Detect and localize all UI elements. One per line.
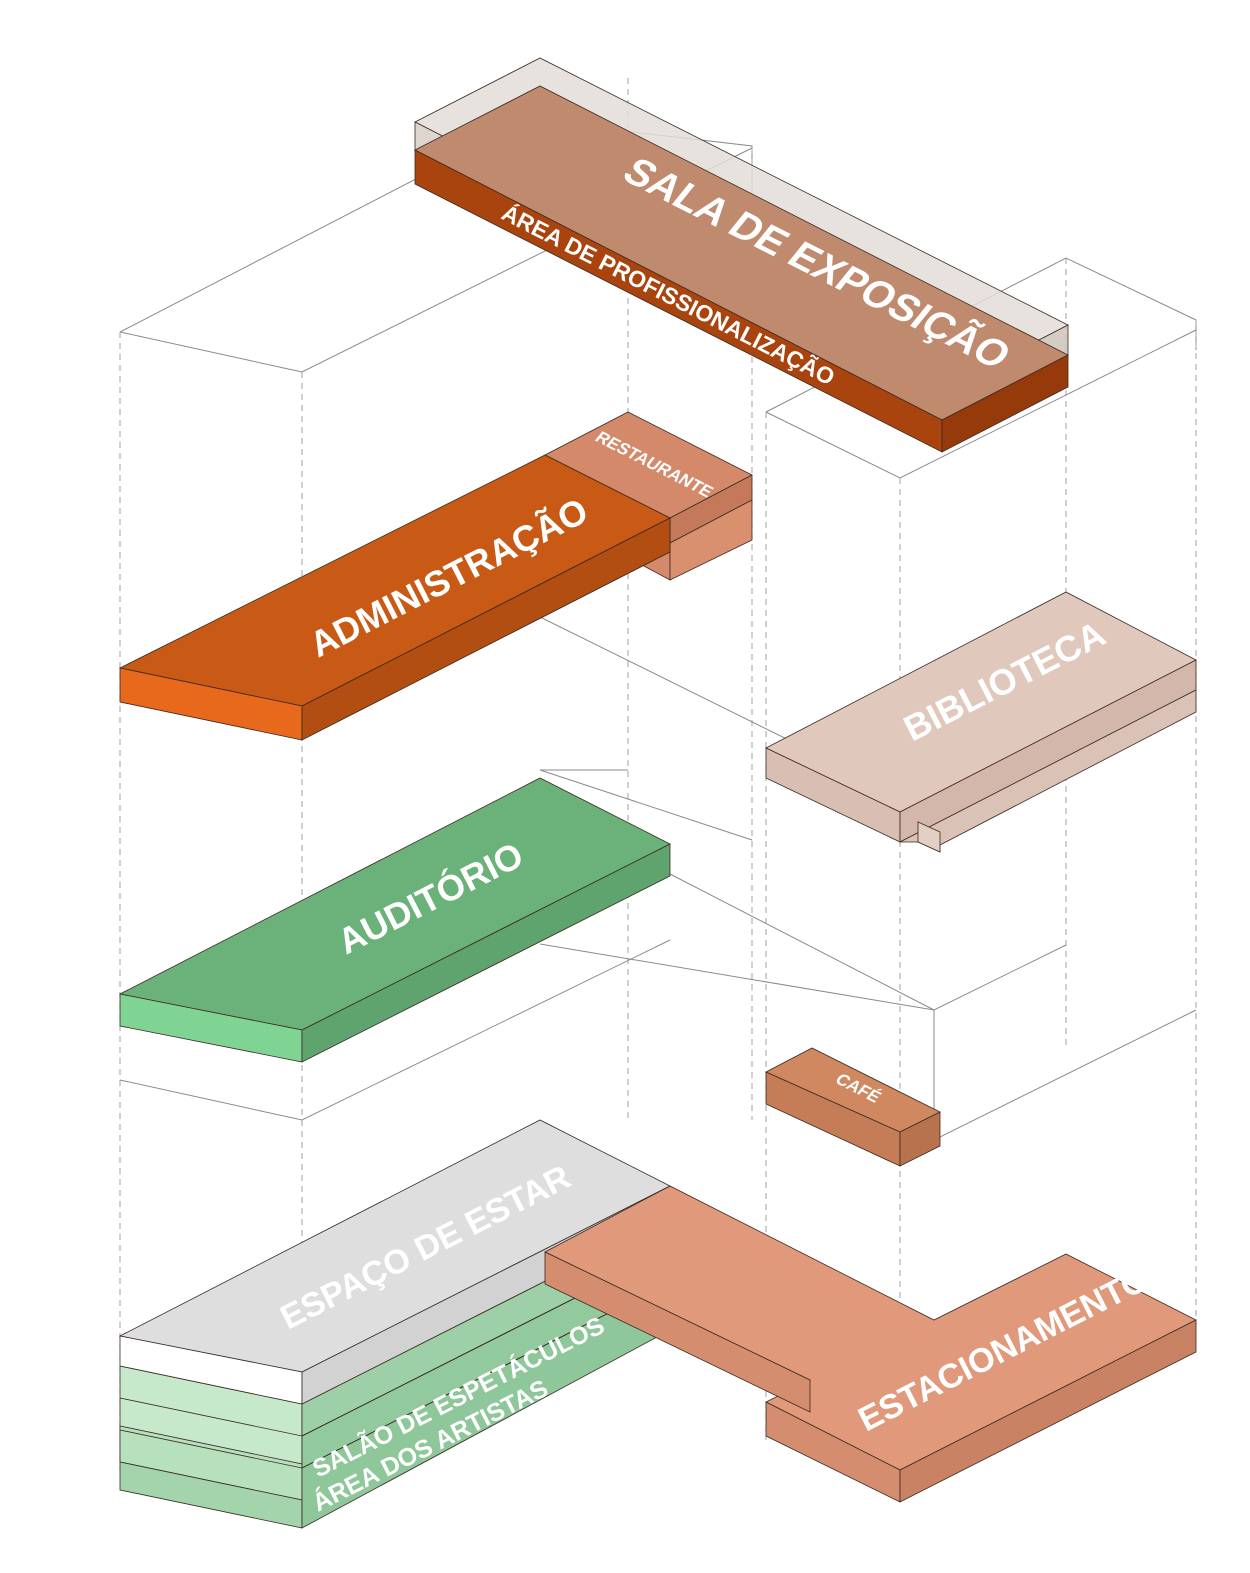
block-cafe: CAFÉ [765,1047,941,1167]
block-biblioteca: BIBLIOTECA [765,591,1197,853]
block-restaurante: RESTAURANTE [544,411,753,581]
block-estacionamento: ESTACIONAMENTO [544,1185,1197,1503]
block-sala-exposicao: SALA DE EXPOSIÇÃO ÁREA DE PROFISSIONALIZ… [414,57,1069,453]
block-administracao: ADMINISTRAÇÃO [118,454,671,741]
block-auditorio: AUDITÓRIO [118,777,671,1063]
